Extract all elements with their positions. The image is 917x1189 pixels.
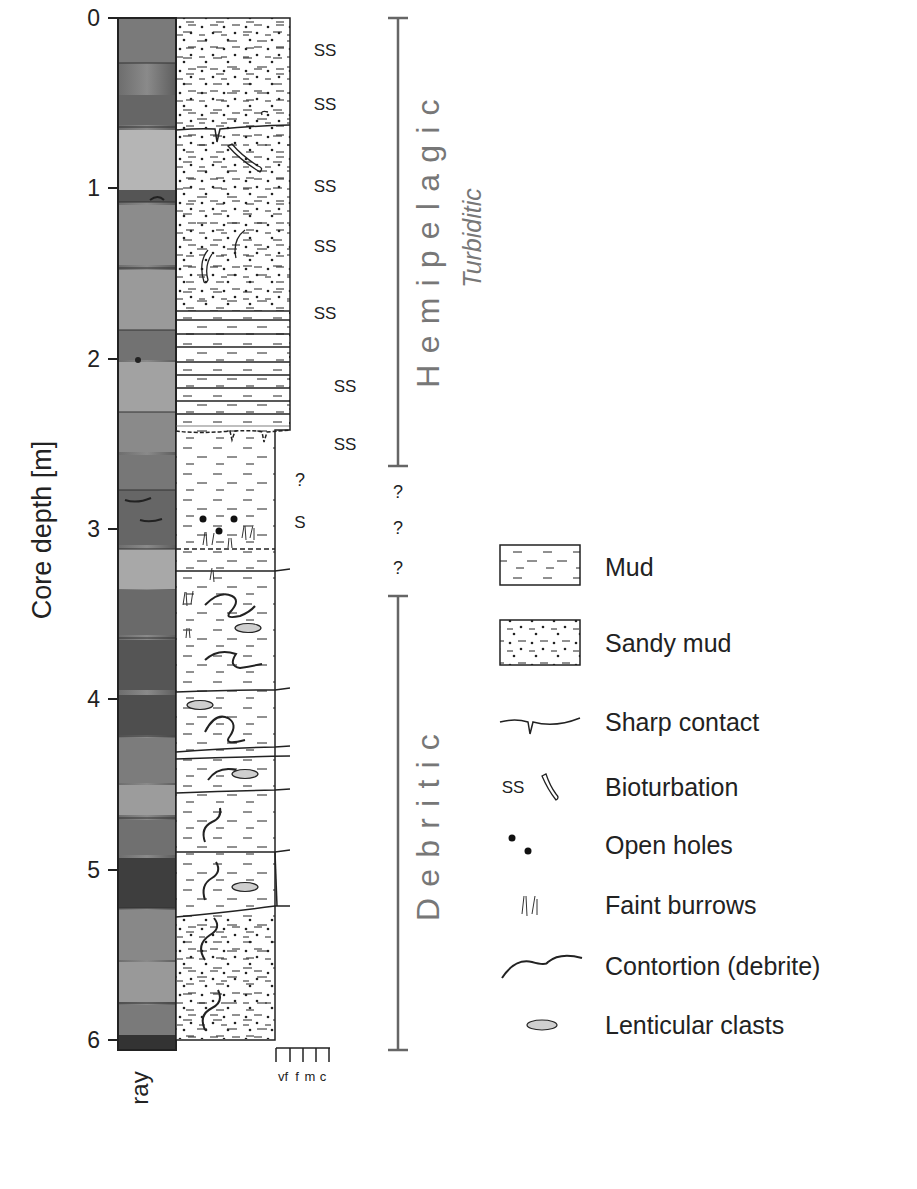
axis-title: Core depth [m] — [29, 441, 56, 620]
bioturbation-mark: SS — [314, 178, 337, 195]
grain-size-label: m — [305, 1070, 316, 1083]
legend-symbol-text: SS — [502, 779, 525, 796]
legend-text: Sharp contact — [605, 710, 759, 735]
bioturbation-mark: SS — [314, 42, 337, 59]
bioturbation-mark: SS — [334, 436, 357, 453]
bioturbation-mark: S — [294, 514, 305, 531]
uncertainty-mark: ? — [393, 519, 403, 537]
bioturbation-mark: SS — [314, 305, 337, 322]
uncertainty-mark: ? — [393, 559, 403, 577]
interval-name: Hemipelagic — [412, 88, 444, 387]
legend-text: Sandy mud — [605, 631, 731, 656]
core-photo-label: ray — [128, 1071, 152, 1104]
interval-brackets — [388, 18, 408, 1050]
depth-tick-label: 2 — [87, 348, 100, 371]
depth-tick-label: 3 — [87, 518, 100, 541]
bioturbation-mark: SS — [314, 238, 337, 255]
depth-tick-label: 4 — [87, 688, 100, 711]
lithology-log — [176, 18, 290, 1040]
legend-text: Mud — [605, 555, 654, 580]
bioturbation-mark: SS — [314, 96, 337, 113]
legend-symbols — [500, 545, 582, 1030]
legend-text: Bioturbation — [605, 775, 738, 800]
legend-text: Lenticular clasts — [605, 1013, 784, 1038]
grain-size-label: c — [320, 1070, 327, 1083]
bioturbation-mark: SS — [334, 378, 357, 395]
uncertainty-mark: ? — [295, 471, 305, 489]
core-photo — [118, 18, 176, 1050]
legend-text: Open holes — [605, 833, 733, 858]
interval-name: Debritic — [412, 723, 444, 921]
depth-tick-label: 0 — [87, 7, 100, 30]
grain-size-scale — [276, 1048, 330, 1062]
depth-tick-label: 1 — [87, 177, 100, 200]
uncertainty-mark: ? — [393, 483, 403, 501]
grain-size-label: f — [295, 1070, 299, 1083]
depth-axis — [108, 18, 118, 1040]
grain-size-label: vf — [278, 1070, 288, 1083]
depth-tick-label: 6 — [87, 1029, 100, 1052]
legend-text: Faint burrows — [605, 893, 756, 918]
legend-text: Contortion (debrite) — [605, 954, 820, 979]
depth-tick-label: 5 — [87, 859, 100, 882]
interval-name: Turbiditic — [460, 188, 485, 288]
